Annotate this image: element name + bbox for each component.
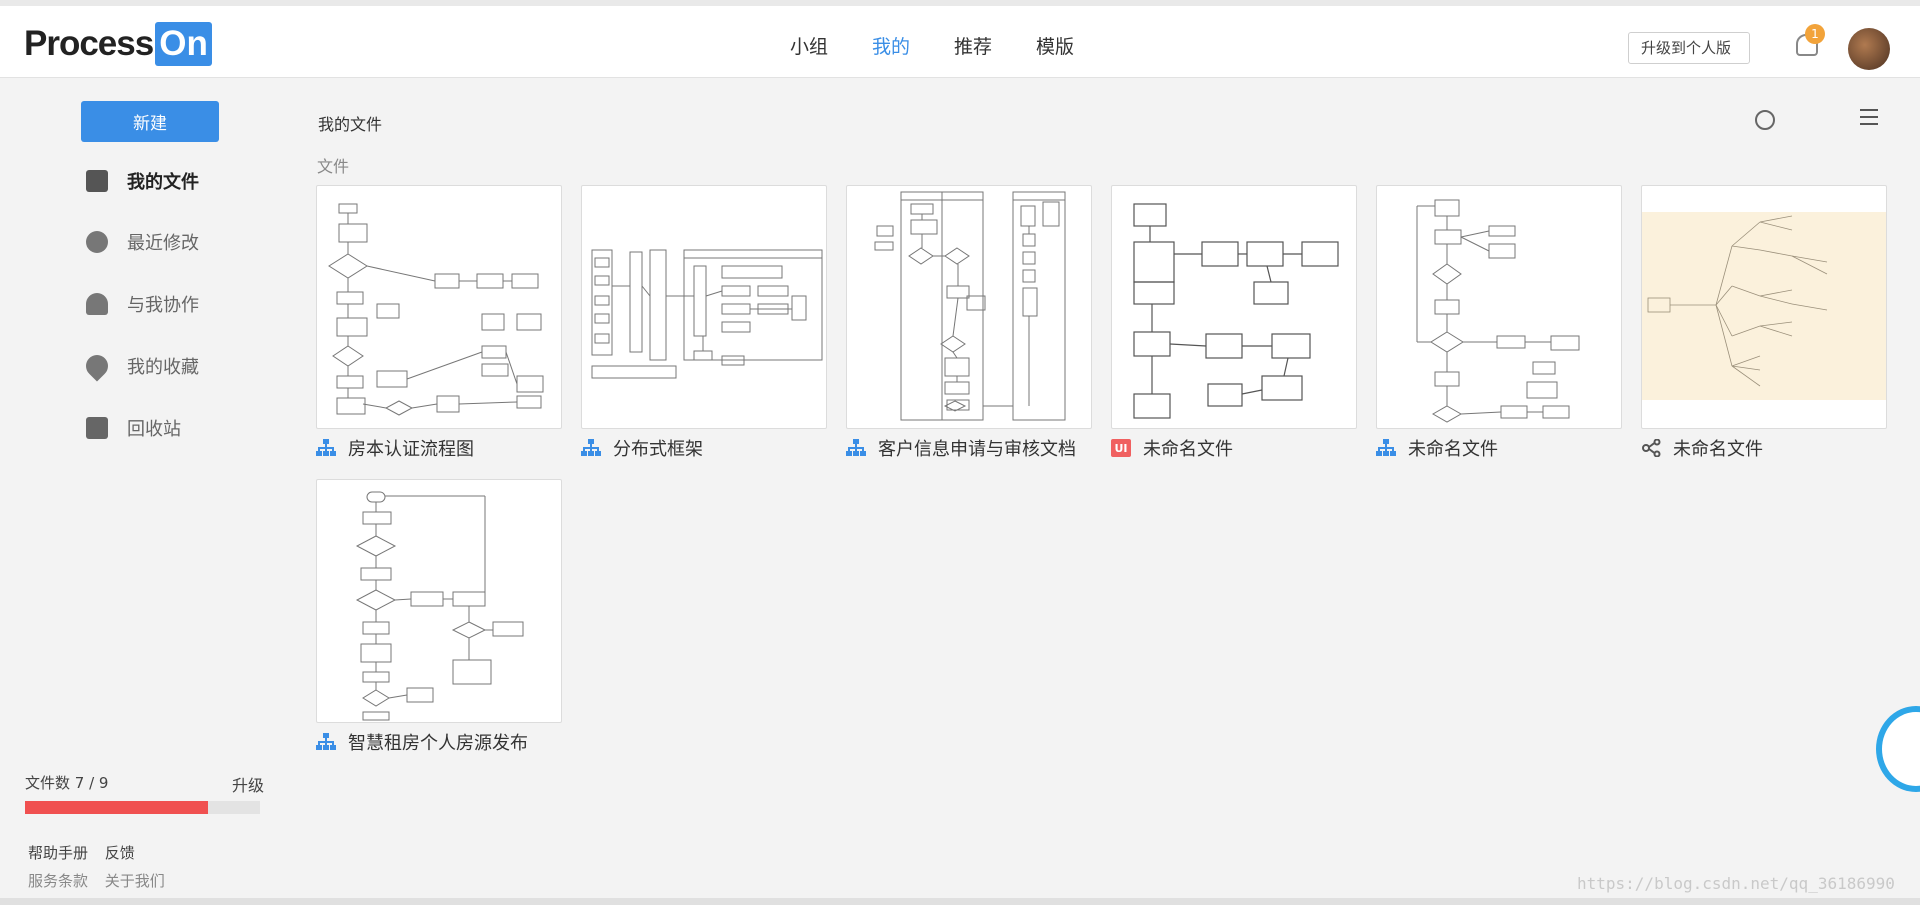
flowchart-icon	[846, 439, 866, 457]
sidebar-item-favorites[interactable]: 我的收藏	[81, 350, 199, 382]
file-title[interactable]: 客户信息申请与审核文档	[878, 439, 1076, 460]
flowchart-preview	[328, 203, 544, 416]
processon-logo[interactable]: Process On	[24, 22, 212, 66]
terms-link[interactable]: 服务条款	[28, 872, 89, 890]
upgrade-link[interactable]: 升级	[232, 776, 265, 795]
file-usage-fill	[25, 801, 208, 814]
sidebar-item-shared[interactable]: 与我协作	[86, 289, 199, 319]
nav-item-recommended[interactable]: 推荐	[954, 36, 993, 58]
section-label: 文件	[317, 157, 350, 176]
help-link[interactable]: 帮助手册	[28, 844, 89, 862]
top-nav: 小组 我的 推荐 模版	[790, 32, 1118, 59]
ui-preview	[1133, 203, 1339, 419]
file-title[interactable]: 智慧租房个人房源发布	[348, 733, 528, 754]
bottom-bar	[0, 898, 1920, 905]
file-card[interactable]: 客户信息申请与审核文档	[846, 185, 1092, 461]
file-card[interactable]: 未命名文件	[1641, 185, 1887, 461]
file-thumbnail[interactable]	[1111, 185, 1357, 429]
file-thumbnail[interactable]	[846, 185, 1092, 429]
feedback-link[interactable]: 反馈	[104, 844, 135, 862]
file-title[interactable]: 分布式框架	[613, 439, 703, 460]
file-title[interactable]: 未命名文件	[1673, 439, 1763, 460]
flowchart-preview	[355, 491, 524, 721]
file-thumbnail[interactable]	[581, 185, 827, 429]
file-card[interactable]: 智慧租房个人房源发布	[316, 479, 562, 755]
about-link[interactable]: 关于我们	[104, 872, 165, 890]
flowchart-preview	[1416, 199, 1580, 423]
user-icon	[86, 293, 108, 315]
footer-links-help: 帮助手册 反馈	[28, 842, 147, 863]
ui-icon: UI	[1111, 439, 1131, 457]
sidebar-item-trash[interactable]: 回收站	[86, 413, 181, 443]
nav-item-groups[interactable]: 小组	[790, 36, 829, 58]
top-header: Process On 小组 我的 推荐 模版 升级到个人版 1	[0, 0, 1920, 78]
flowchart-icon	[316, 439, 336, 457]
sidebar-item-label: 我的收藏	[127, 357, 199, 378]
mindmap-preview	[1642, 212, 1886, 400]
flowchart-icon	[1376, 439, 1396, 457]
nav-item-templates[interactable]: 模版	[1036, 36, 1075, 58]
file-card[interactable]: 分布式框架	[581, 185, 827, 461]
file-card[interactable]: 房本认证流程图	[316, 185, 562, 461]
file-count-label: 文件数 7 / 9	[25, 774, 109, 792]
file-thumbnail[interactable]	[316, 185, 562, 429]
swimlane-preview	[874, 191, 1066, 421]
breadcrumb[interactable]: 我的文件	[318, 115, 383, 134]
file-thumbnail[interactable]	[1376, 185, 1622, 429]
file-thumbnail[interactable]	[316, 479, 562, 723]
sidebar-item-recent[interactable]: 最近修改	[86, 227, 199, 257]
file-title[interactable]: 房本认证流程图	[348, 439, 474, 460]
notification-badge: 1	[1805, 24, 1825, 44]
logo-text-process: Process	[24, 24, 154, 63]
clock-icon	[86, 231, 108, 253]
search-icon[interactable]	[1755, 110, 1775, 130]
architecture-preview	[591, 249, 823, 379]
file-title[interactable]: 未命名文件	[1408, 439, 1498, 460]
file-title[interactable]: 未命名文件	[1143, 439, 1233, 460]
sidebar-item-label: 回收站	[127, 419, 181, 440]
mindmap-icon	[1641, 439, 1661, 457]
heart-icon	[81, 350, 113, 382]
file-card[interactable]: 未命名文件	[1376, 185, 1622, 461]
sidebar-item-label: 最近修改	[127, 233, 199, 254]
sidebar-item-label: 我的文件	[127, 172, 199, 193]
new-button[interactable]: 新建	[81, 101, 219, 142]
flowchart-icon	[316, 733, 336, 751]
flowchart-icon	[581, 439, 601, 457]
file-card[interactable]: UI 未命名文件	[1111, 185, 1357, 461]
watermark-url: https://blog.csdn.net/qq_36186990	[1577, 874, 1895, 893]
upgrade-button[interactable]: 升级到个人版	[1628, 32, 1750, 64]
list-view-icon[interactable]	[1860, 109, 1878, 125]
trash-icon	[86, 417, 108, 439]
sidebar-item-my-files[interactable]: 我的文件	[86, 166, 199, 196]
home-icon	[86, 170, 108, 192]
assistant-widget[interactable]	[1876, 706, 1920, 792]
nav-item-mine[interactable]: 我的	[872, 36, 911, 58]
file-usage-bar	[25, 801, 260, 814]
avatar[interactable]	[1848, 28, 1890, 70]
sidebar-item-label: 与我协作	[127, 295, 199, 316]
file-thumbnail[interactable]	[1641, 185, 1887, 429]
footer-links-terms: 服务条款 关于我们	[28, 870, 177, 891]
logo-text-on: On	[155, 22, 212, 66]
